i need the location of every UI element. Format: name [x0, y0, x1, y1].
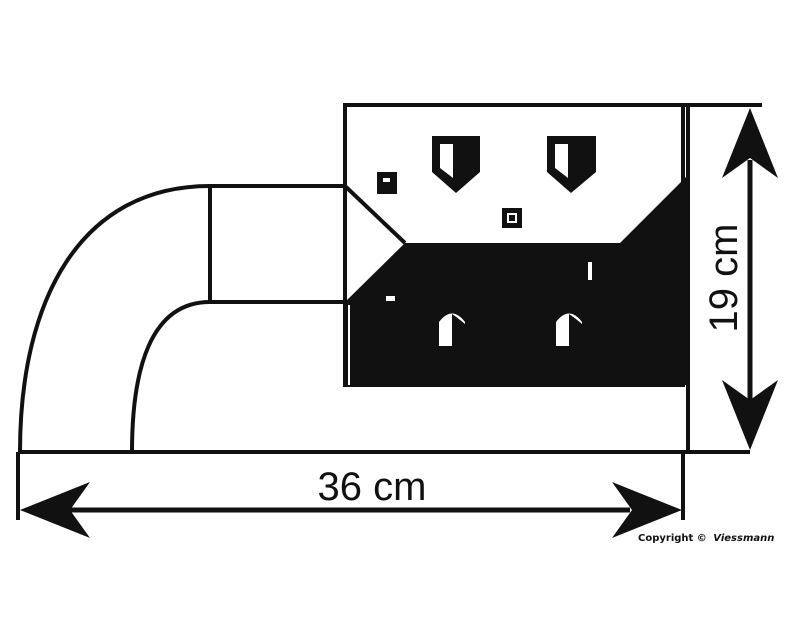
tube-outer-curve — [18, 184, 345, 453]
copyright-text: Copyright © — [638, 533, 707, 544]
arrow-right-icon — [612, 482, 682, 538]
width-label: 36 cm — [318, 465, 427, 509]
width-dimension: 36 cm — [16, 452, 685, 538]
height-dimension: 19 cm — [683, 103, 778, 450]
window-icon — [377, 172, 397, 194]
arrow-left-icon — [20, 482, 90, 538]
copyright-notice: Copyright © Viessmann — [638, 533, 774, 544]
portal-diagonal-edge — [343, 184, 407, 245]
window-icon — [502, 208, 522, 228]
light-slot-icon — [588, 262, 592, 280]
height-label: 19 cm — [702, 224, 746, 333]
curved-tunnel-tube — [18, 184, 345, 453]
tunnel-portal — [343, 103, 690, 452]
portal-roof-shadow — [345, 175, 688, 385]
shield-icon — [432, 136, 480, 193]
tube-inner-curve — [130, 300, 345, 453]
shield-icon — [547, 136, 596, 193]
brand-name: Viessmann — [713, 533, 774, 544]
arrow-down-icon — [722, 380, 778, 450]
light-slot-icon — [386, 296, 395, 301]
arrow-up-icon — [722, 108, 778, 178]
